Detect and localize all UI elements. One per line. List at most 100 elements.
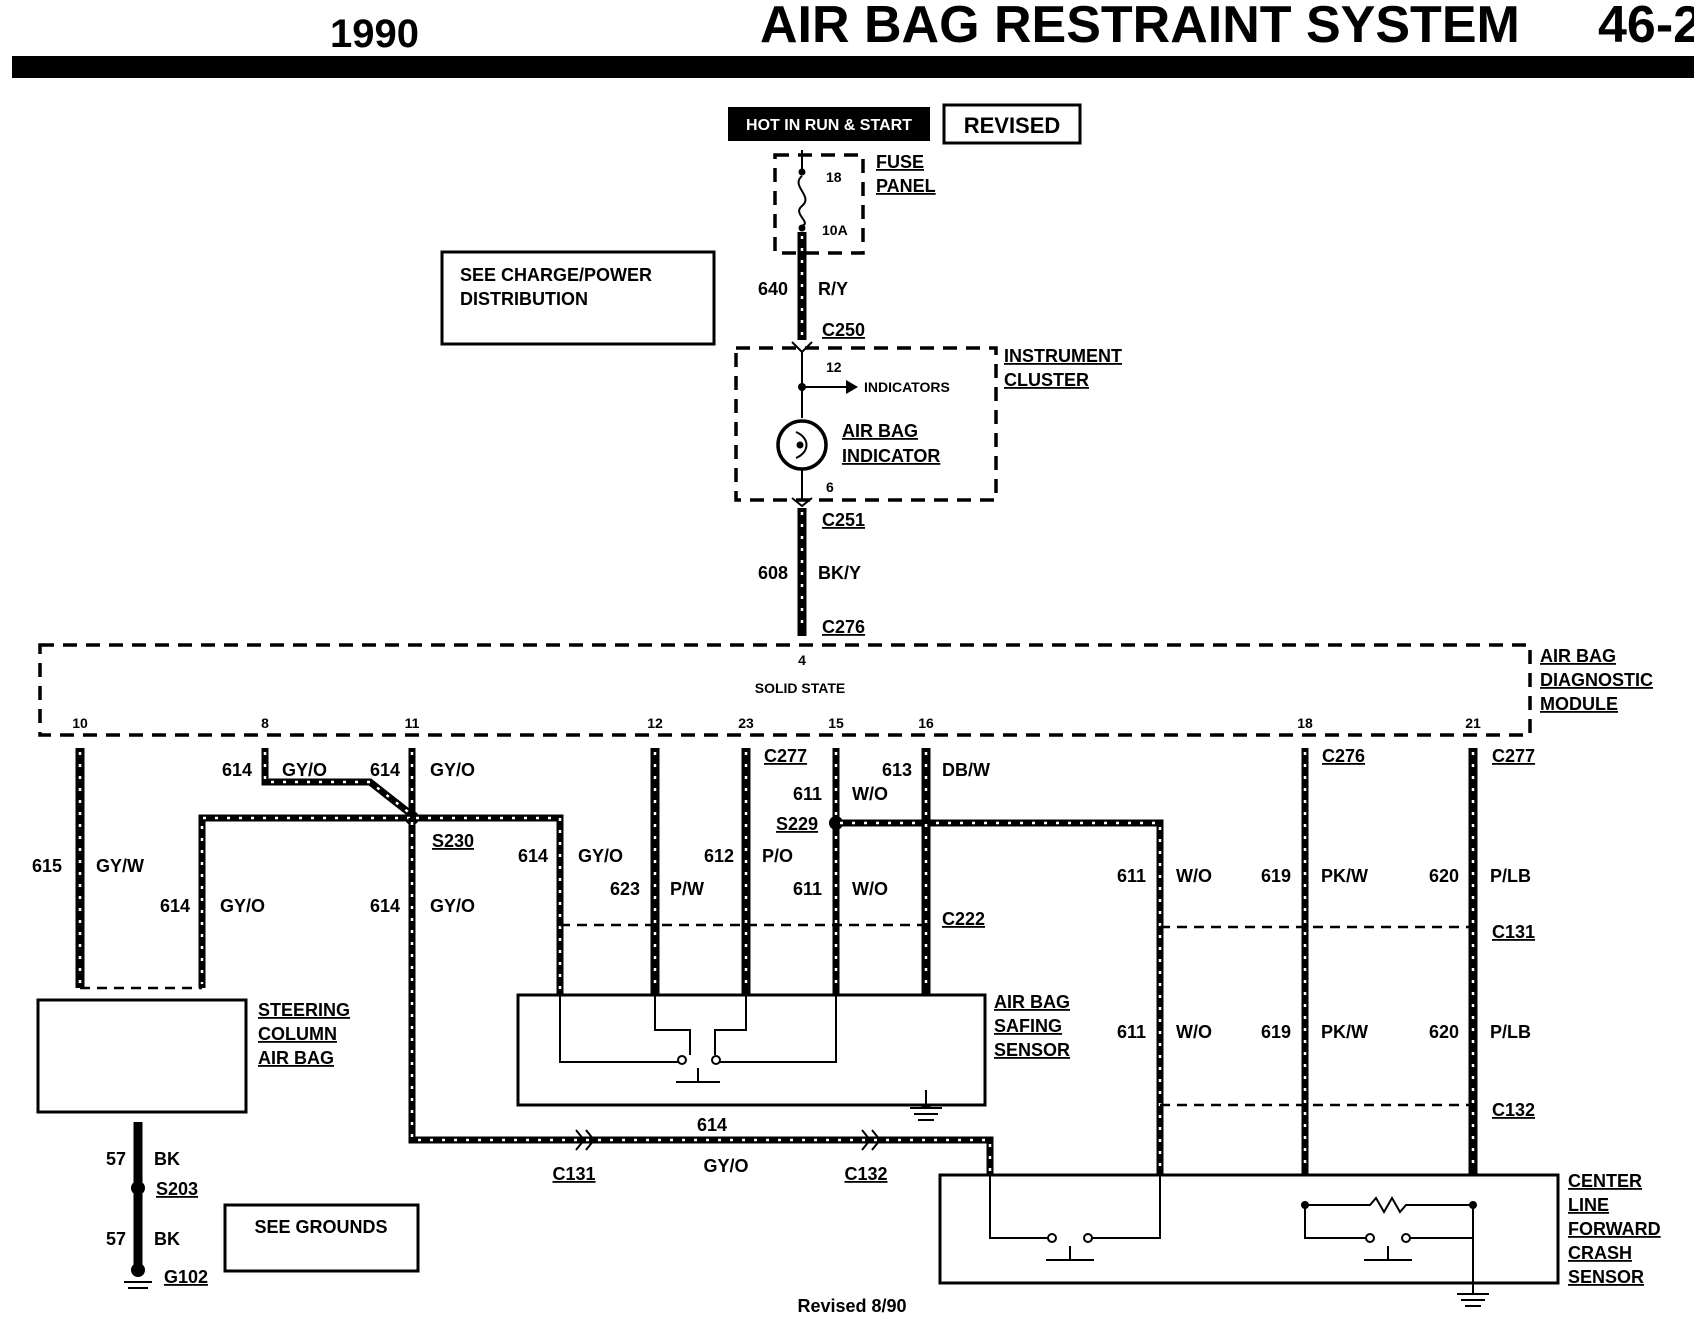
wire-57b-number: 57 [106, 1229, 126, 1249]
wire-623-color: P/W [670, 879, 704, 899]
crash-label-2: LINE [1568, 1195, 1609, 1215]
wire-57a-number: 57 [106, 1149, 126, 1169]
crash-label-5: SENSOR [1568, 1267, 1644, 1287]
see-charge-box [440, 250, 716, 346]
connector-c276-right: C276 [1322, 746, 1365, 766]
safing-label-2: SAFING [994, 1016, 1062, 1036]
crash-resistor-icon [1305, 1195, 1473, 1215]
steering-label-2: COLUMN [258, 1024, 337, 1044]
cluster-label-1: INSTRUMENT [1004, 346, 1122, 366]
hot-tag [728, 107, 930, 141]
connector-c131-right: C131 [1492, 922, 1535, 942]
safing-label-1: AIR BAG [994, 992, 1070, 1012]
c131-inline-icon [575, 1129, 596, 1151]
connector-c131-inline: C131 [552, 1164, 595, 1184]
fuse-number: 18 [826, 169, 842, 185]
wire-623-number: 623 [610, 879, 640, 899]
wire-614e-number: 614 [518, 846, 548, 866]
see-grounds-label: SEE GROUNDS [254, 1217, 387, 1237]
module-pin-11: 11 [405, 715, 420, 731]
splice-s203-label: S203 [156, 1179, 198, 1199]
splice-s230-label: S230 [432, 831, 474, 851]
module-pin-16: 16 [918, 715, 934, 731]
wire-614d-number: 614 [370, 896, 400, 916]
module-pin-12: 12 [647, 715, 663, 731]
crash-label-4: CRASH [1568, 1243, 1632, 1263]
fuse-panel-box [773, 153, 865, 255]
fuse-panel-label-1: FUSE [876, 152, 924, 172]
wire-614-pin8 [261, 748, 415, 818]
wire-620b-number: 620 [1429, 1022, 1459, 1042]
wire-611a-number: 611 [793, 784, 822, 804]
wire-614b-number: 614 [370, 760, 400, 780]
wire-615-number: 615 [32, 856, 62, 876]
connector-c276: C276 [822, 617, 865, 637]
header-title: AIR BAG RESTRAINT SYSTEM [760, 0, 1520, 54]
wire-620a-number: 620 [1429, 866, 1459, 886]
c132-inline-icon [861, 1129, 882, 1151]
connector-c132-inline: C132 [844, 1164, 887, 1184]
connector-c277-top: C277 [764, 746, 807, 766]
wire-614c-number: 614 [160, 896, 190, 916]
wire-612-color: P/O [762, 846, 793, 866]
wire-614d-color: GY/O [430, 896, 475, 916]
wire-611c-number: 611 [1117, 866, 1146, 886]
connector-c277-right: C277 [1492, 746, 1535, 766]
module-pin-23: 23 [738, 715, 754, 731]
revised-tag [942, 103, 1082, 145]
fuse-icon [797, 175, 807, 227]
air-bag-safing-sensor [516, 993, 987, 1107]
connector-c222: C222 [942, 909, 985, 929]
footer-revised: Revised 8/90 [797, 1296, 906, 1316]
module-pin-10: 10 [72, 715, 88, 731]
lamp-label-2: INDICATOR [842, 446, 940, 466]
connector-c251: C251 [822, 510, 865, 530]
crash-switch-right-icon [1365, 1233, 1375, 1243]
wire-615-color: GY/W [96, 856, 144, 876]
fuse-node-top [798, 168, 806, 176]
header-page: 46-2 [1598, 0, 1694, 54]
module-label-3: MODULE [1540, 694, 1618, 714]
crash-label-3: FORWARD [1568, 1219, 1661, 1239]
module-inner-label: SOLID STATE [755, 680, 845, 696]
hot-tag-label: HOT IN RUN & START [746, 117, 912, 134]
wire-614f-color: GY/O [703, 1156, 748, 1176]
wire-614a-number: 614 [222, 760, 252, 780]
fuse-node-bottom [798, 224, 806, 232]
wire-612-number: 612 [704, 846, 734, 866]
wire-614a-color: GY/O [282, 760, 327, 780]
steering-label-1: STEERING [258, 1000, 350, 1020]
module-pin-21: 21 [1465, 715, 1481, 731]
wire-614-steering [198, 814, 412, 988]
wire-614e-color: GY/O [578, 846, 623, 866]
crash-switch-left-icon [1047, 1233, 1057, 1243]
wire-611b-color: W/O [852, 879, 888, 899]
header-year: 1990 [330, 12, 419, 56]
see-charge-line1: SEE CHARGE/POWER [460, 265, 652, 285]
wire-613-color: DB/W [942, 760, 990, 780]
safing-switch-contact-icon [677, 1055, 687, 1065]
connector-c132-right: C132 [1492, 1100, 1535, 1120]
crash-ground-icon [1457, 1293, 1489, 1307]
cluster-label-2: CLUSTER [1004, 370, 1089, 390]
crash-label-1: CENTER [1568, 1171, 1642, 1191]
wire-640-number: 640 [758, 279, 788, 299]
center-line-forward-crash-sensor [938, 1173, 1560, 1285]
wire-619a-color: PK/W [1321, 866, 1368, 886]
fuse-rating: 10A [822, 222, 848, 238]
lamp-label-1: AIR BAG [842, 421, 918, 441]
connector-c250: C250 [822, 320, 865, 340]
revised-tag-label: REVISED [964, 113, 1061, 138]
steering-column-air-bag [36, 998, 248, 1114]
see-grounds-box [223, 1203, 420, 1273]
wire-613-number: 613 [882, 760, 912, 780]
see-charge-line2: DISTRIBUTION [460, 289, 588, 309]
ground-g102-label: G102 [164, 1267, 208, 1287]
g102-ground-icon [131, 1263, 145, 1277]
steering-label-3: AIR BAG [258, 1048, 334, 1068]
wire-614c-color: GY/O [220, 896, 265, 916]
instrument-cluster-box [734, 346, 998, 502]
cluster-pin-6: 6 [826, 479, 834, 495]
safing-label-3: SENSOR [994, 1040, 1070, 1060]
wire-57b-color: BK [154, 1229, 180, 1249]
